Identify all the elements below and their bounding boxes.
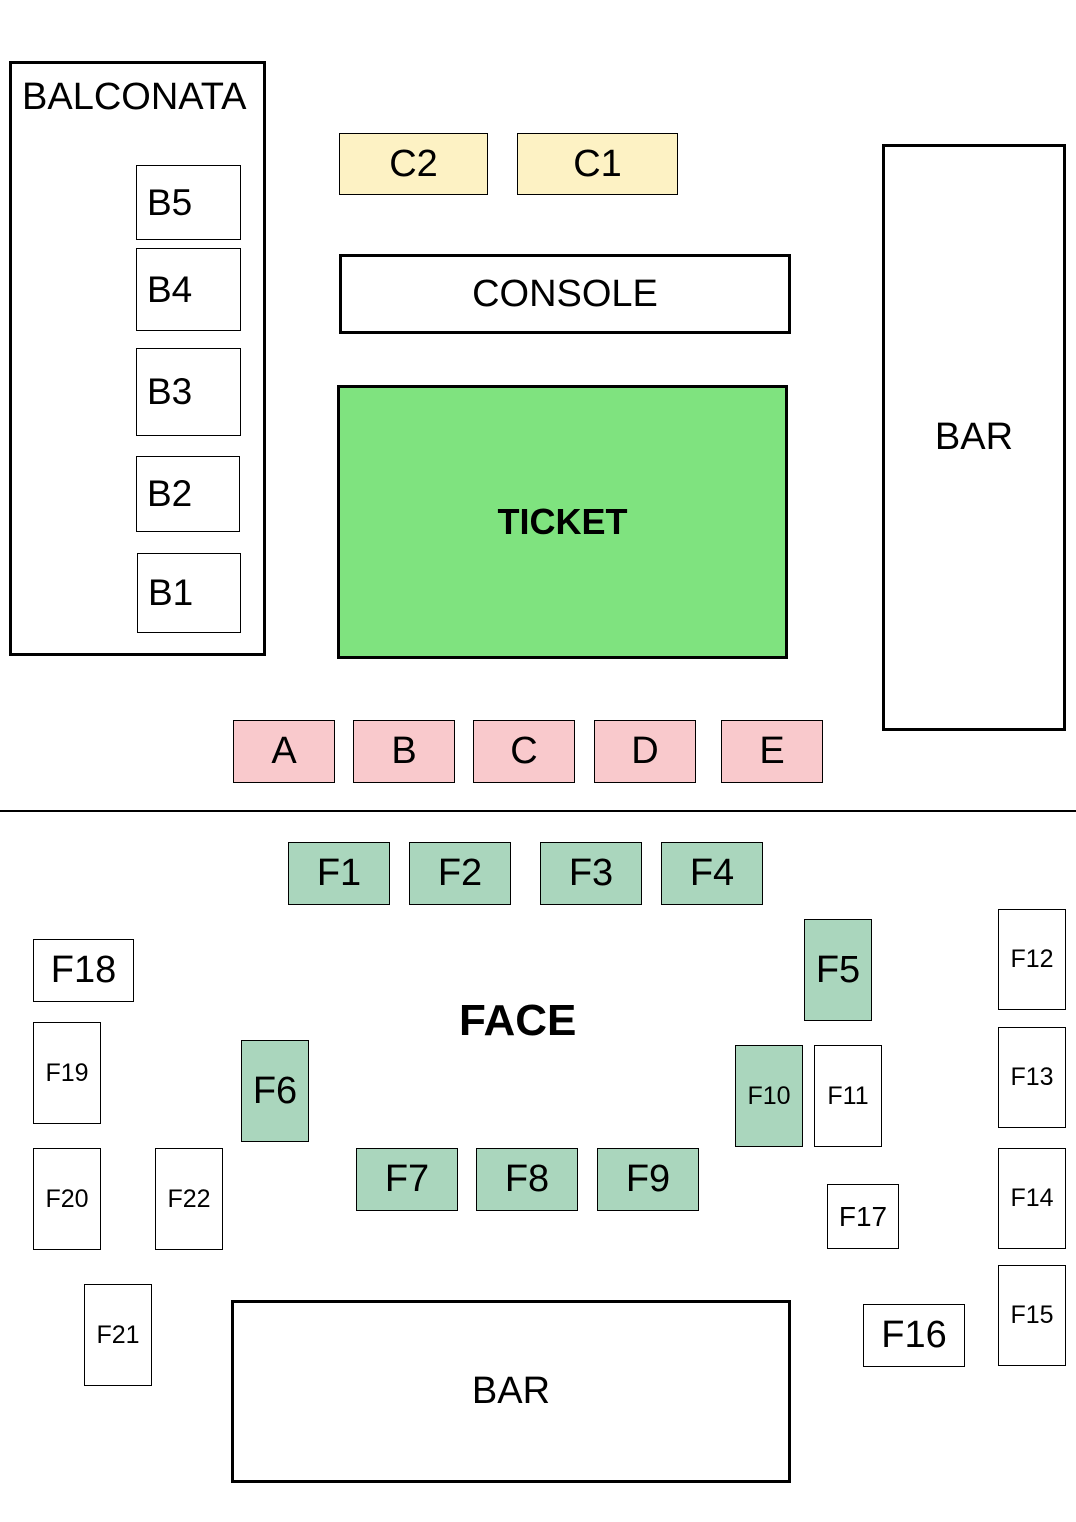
table-label: F7 xyxy=(384,1158,430,1200)
table-f7[interactable]: F7 xyxy=(356,1148,458,1211)
balconata-title: BALCONATA xyxy=(22,76,247,118)
table-c2[interactable]: C2 xyxy=(339,133,488,195)
bar-bottom: BAR xyxy=(231,1300,791,1483)
table-f8[interactable]: F8 xyxy=(476,1148,578,1211)
table-f16[interactable]: F16 xyxy=(863,1304,965,1367)
console-area: CONSOLE xyxy=(339,254,791,334)
table-f6[interactable]: F6 xyxy=(241,1040,309,1142)
table-label: F16 xyxy=(881,1314,947,1356)
table-f2[interactable]: F2 xyxy=(409,842,511,905)
ticket-label: TICKET xyxy=(497,501,628,542)
table-f22[interactable]: F22 xyxy=(155,1148,223,1250)
table-label: F17 xyxy=(838,1200,888,1232)
table-label: B3 xyxy=(147,371,193,412)
table-label: A xyxy=(271,730,297,772)
table-b2[interactable]: B2 xyxy=(136,456,240,532)
table-label: B1 xyxy=(148,572,194,613)
table-f13[interactable]: F13 xyxy=(998,1027,1066,1128)
table-label: B5 xyxy=(147,181,193,223)
table-f17[interactable]: F17 xyxy=(827,1184,899,1249)
table-b3[interactable]: B3 xyxy=(136,348,241,436)
table-f20[interactable]: F20 xyxy=(33,1148,101,1250)
table-c[interactable]: C xyxy=(473,720,575,783)
bar-right: BAR xyxy=(882,144,1066,731)
face-title: FACE xyxy=(459,996,577,1045)
table-label: F1 xyxy=(316,852,362,894)
table-c1[interactable]: C1 xyxy=(517,133,678,195)
table-f4[interactable]: F4 xyxy=(661,842,763,905)
table-f10[interactable]: F10 xyxy=(735,1045,803,1147)
table-label: F18 xyxy=(50,949,117,991)
table-label: C2 xyxy=(389,142,438,185)
table-label: F9 xyxy=(625,1158,671,1200)
table-label: F5 xyxy=(815,948,861,991)
table-label: F11 xyxy=(827,1081,869,1110)
table-e[interactable]: E xyxy=(721,720,823,783)
table-f9[interactable]: F9 xyxy=(597,1148,699,1211)
table-label: C1 xyxy=(573,142,622,185)
bar-label: BAR xyxy=(934,416,1014,458)
table-label: F14 xyxy=(1010,1184,1054,1212)
table-f11[interactable]: F11 xyxy=(814,1045,882,1147)
table-f12[interactable]: F12 xyxy=(998,909,1066,1010)
table-label: F6 xyxy=(252,1069,298,1112)
table-label: D xyxy=(631,730,659,772)
console-label: CONSOLE xyxy=(472,272,658,315)
table-label: E xyxy=(759,730,785,772)
table-b4[interactable]: B4 xyxy=(136,248,241,331)
table-label: C xyxy=(510,730,538,772)
table-label: F15 xyxy=(1010,1301,1054,1329)
table-f3[interactable]: F3 xyxy=(540,842,642,905)
table-f15[interactable]: F15 xyxy=(998,1265,1066,1366)
table-label: F12 xyxy=(1010,945,1054,973)
table-label: F8 xyxy=(504,1158,550,1200)
table-label: F13 xyxy=(1010,1063,1054,1091)
section-divider xyxy=(0,810,1076,812)
bar-label: BAR xyxy=(471,1370,551,1412)
table-label: B2 xyxy=(147,473,193,514)
table-label: B4 xyxy=(147,268,193,310)
table-label: F10 xyxy=(747,1081,791,1110)
table-f5[interactable]: F5 xyxy=(804,919,872,1021)
table-f21[interactable]: F21 xyxy=(84,1284,152,1386)
table-b1[interactable]: B1 xyxy=(137,553,241,633)
table-label: F2 xyxy=(437,852,483,894)
table-label: F4 xyxy=(689,852,735,894)
table-label: F22 xyxy=(167,1184,211,1213)
table-f18[interactable]: F18 xyxy=(33,939,134,1002)
table-label: F20 xyxy=(45,1184,89,1213)
table-d[interactable]: D xyxy=(594,720,696,783)
table-b5[interactable]: B5 xyxy=(136,165,241,240)
table-f14[interactable]: F14 xyxy=(998,1148,1066,1249)
table-label: F3 xyxy=(568,852,614,894)
table-label: F21 xyxy=(96,1320,140,1349)
table-label: F19 xyxy=(45,1058,89,1087)
ticket-area[interactable]: TICKET xyxy=(337,385,788,659)
table-b[interactable]: B xyxy=(353,720,455,783)
table-f1[interactable]: F1 xyxy=(288,842,390,905)
table-a[interactable]: A xyxy=(233,720,335,783)
table-f19[interactable]: F19 xyxy=(33,1022,101,1124)
table-label: B xyxy=(391,730,417,772)
